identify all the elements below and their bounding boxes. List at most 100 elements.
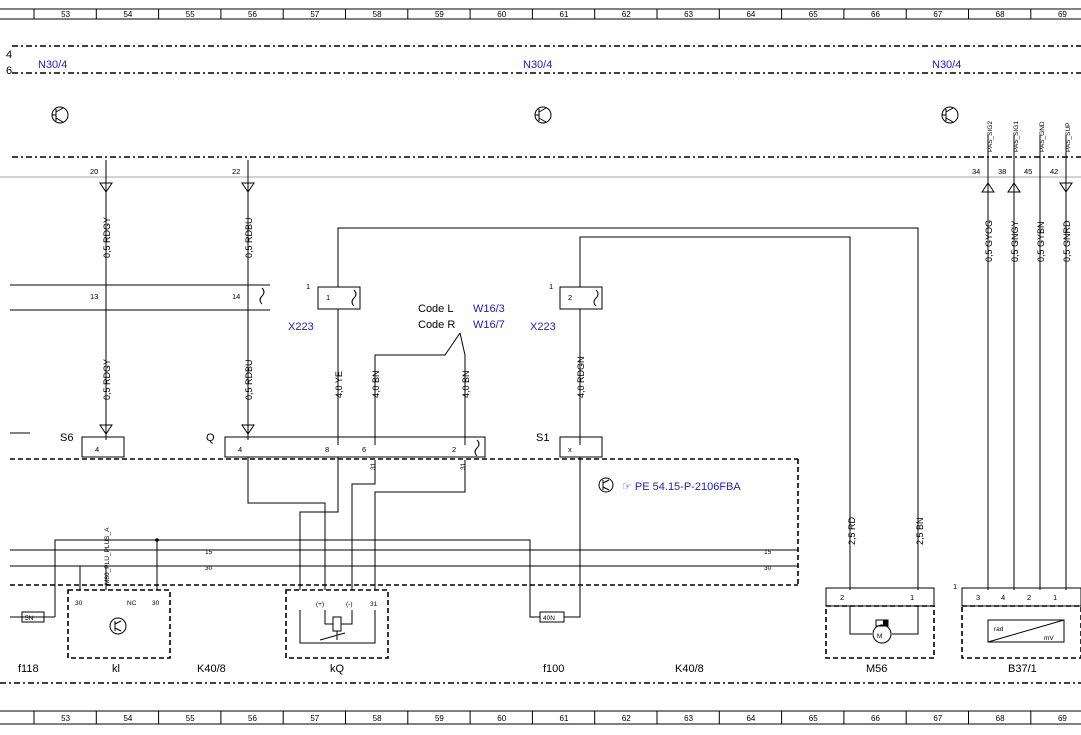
pas-wires: PAS_SIG2 PAS_SIG1 PAS_GND PAS_SUP 34 38 …: [972, 121, 1073, 590]
fuse-f118[interactable]: 5N: [10, 590, 56, 623]
pin-2: 2: [568, 293, 572, 302]
b37-pin-1: 1: [1053, 593, 1057, 602]
connector-s6: S6: [60, 432, 73, 444]
n30-boundary: 4 6 N30/4 N30/4 N30/4: [0, 45, 1081, 178]
wire-label-w12: 0,5 GNGY: [1010, 220, 1020, 262]
ruler-number: 55: [186, 714, 195, 723]
edge-label-4: 4: [6, 49, 12, 61]
w16-3-ref[interactable]: W16/3: [473, 303, 505, 315]
kq-pin-plus: (+): [316, 601, 324, 608]
n30-ref-left[interactable]: N30/4: [38, 59, 67, 71]
ruler-number: 63: [684, 714, 693, 723]
pin-4b: 4: [238, 445, 242, 454]
wire-label-w9: 2,5 RD: [847, 516, 857, 545]
w16-7-ref[interactable]: W16/7: [473, 319, 505, 331]
b37-sensor[interactable]: 1 3 4 2 1 rad mV: [953, 582, 1081, 659]
label-f118[interactable]: f118: [18, 663, 39, 675]
pin-6: 6: [362, 445, 366, 454]
rad-label: rad: [994, 626, 1004, 633]
transistor-symbol-k40: [598, 477, 614, 493]
ruler-number: 53: [61, 714, 70, 723]
pin-31b: 31: [460, 462, 467, 470]
label-m56[interactable]: M56: [866, 663, 887, 675]
ruler-number: 53: [61, 10, 70, 19]
ruler-number: 62: [622, 714, 631, 723]
code-l-label: Code L: [418, 303, 453, 315]
ruler-number: 61: [560, 714, 569, 723]
b37-pin-3: 3: [976, 593, 980, 602]
ruler-number: 57: [310, 10, 319, 19]
edge-label-6: 6: [6, 65, 12, 77]
ruler-number: 69: [1058, 714, 1067, 723]
b37-pin-4: 4: [1001, 593, 1005, 602]
n30-ref-mid[interactable]: N30/4: [523, 59, 552, 71]
pas-sig2-label: PAS_SIG2: [987, 121, 994, 152]
component-labels: f118 kl K40/8 kQ f100 K40/8 M56 B37/1: [0, 663, 1081, 684]
ruler-number: 58: [373, 714, 382, 723]
ruler-number: 62: [622, 10, 631, 19]
transistor-symbol-mid: [534, 106, 552, 124]
wire-label-w3: 0,5 RDGY: [102, 359, 112, 400]
ruler-number: 67: [933, 10, 942, 19]
pin-34: 34: [972, 167, 980, 176]
bus-label-15-right: 15: [764, 549, 772, 556]
kq-relay[interactable]: (+) (-) 31: [285, 589, 389, 659]
label-kq[interactable]: kQ: [330, 663, 345, 675]
ruler-number: 60: [497, 714, 506, 723]
ruler-number: 68: [996, 714, 1005, 723]
label-b37-1[interactable]: B37/1: [1008, 663, 1037, 675]
kl-pin-30a: 30: [75, 600, 83, 607]
wire-label-w4: 0,5 RDBU: [244, 359, 254, 400]
mid-signal-label: M80_PLU_PLUS_A: [104, 527, 111, 585]
label-k40-8-left[interactable]: K40/8: [197, 663, 226, 675]
wire-label-w14: 0,5 GNRD: [1062, 220, 1072, 262]
wire-group-left: 20 22 0,5 RDGY 0,5 RDBU 13 14 0,5 RDGY 0…: [10, 160, 486, 458]
fuse-f100[interactable]: 40N: [529, 590, 581, 623]
x223-ref-right[interactable]: X223: [530, 321, 556, 333]
kl-pin-30b: 30: [152, 600, 160, 607]
pe-reference-link[interactable]: ☞ PE 54.15-P-2106FBA: [622, 481, 741, 493]
ruler-number: 54: [123, 10, 132, 19]
bus-label-15: 15: [205, 549, 213, 556]
bus-label-30: 30: [205, 565, 213, 572]
ruler-number: 64: [746, 10, 755, 19]
label-k40-8-right[interactable]: K40/8: [675, 663, 704, 675]
m56-motor[interactable]: 2 1 M: [825, 587, 935, 659]
ruler-number: 57: [310, 714, 319, 723]
n30-ref-right[interactable]: N30/4: [932, 59, 961, 71]
pin-13: 13: [90, 292, 98, 301]
ruler-number: 64: [746, 714, 755, 723]
pin-1b: 1: [326, 293, 330, 302]
pin-1c: 1: [549, 282, 553, 291]
x223-ref-left[interactable]: X223: [288, 321, 314, 333]
x223-group: 1 1 X223 4,0 YE Code L Code R W16/3 W16/…: [288, 227, 925, 590]
ruler-number: 56: [248, 10, 257, 19]
ruler-number: 58: [373, 10, 382, 19]
pin-45: 45: [1024, 167, 1032, 176]
kl-relay[interactable]: 30 NC 30: [67, 589, 171, 659]
wire-label-w13: 0,5 GYBN: [1036, 221, 1046, 262]
pin-8: 8: [325, 445, 329, 454]
transistor-symbol-right: [941, 106, 959, 124]
kq-pin-minus: (-): [346, 601, 353, 608]
wire-label-w7: 4,0 BN: [461, 370, 471, 398]
ruler-number: 59: [435, 10, 444, 19]
wire-label-w2: 0,5 RDBU: [244, 217, 254, 258]
pas-sig1-label: PAS_SIG1: [1013, 121, 1020, 152]
k40-boundary: 31 31 ☞ PE 54.15-P-2106FBA: [10, 458, 799, 586]
pin-31a: 31: [370, 462, 377, 470]
pin-4a: 4: [95, 445, 99, 454]
ruler-number: 63: [684, 10, 693, 19]
wire-label-w8: 4,0 RDGN: [576, 356, 586, 398]
pas-sup-label: PAS_SUP: [1065, 122, 1072, 152]
m56-pin-1: 1: [910, 593, 914, 602]
label-f100[interactable]: f100: [543, 663, 564, 675]
ruler-number: 59: [435, 714, 444, 723]
label-kl[interactable]: kl: [112, 663, 120, 675]
motor-symbol-label: M: [877, 633, 882, 640]
wire-label-w1: 0,5 RDGY: [102, 217, 112, 258]
connector-q: Q: [206, 432, 215, 444]
